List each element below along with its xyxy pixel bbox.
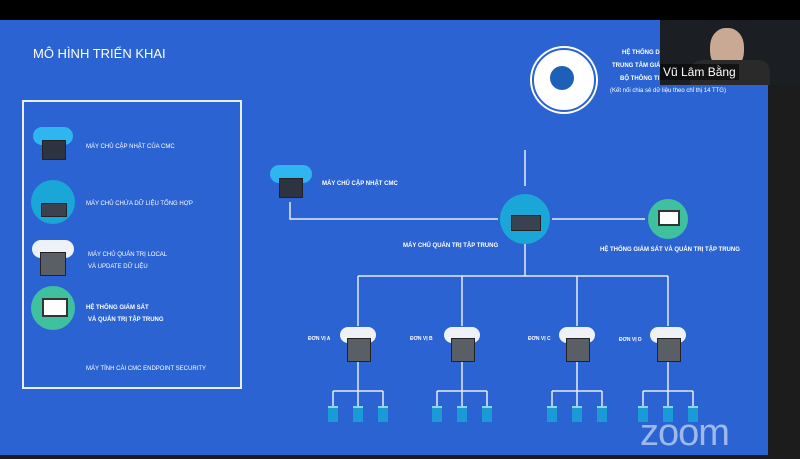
client-icon xyxy=(638,406,648,422)
legend-label: MÁY TÍNH CÀI CMC ENDPOINT SECURITY xyxy=(86,366,207,372)
client-icon xyxy=(482,406,492,422)
client-icon xyxy=(432,406,442,422)
participant-video[interactable]: Vũ Lâm Bằng xyxy=(660,20,800,85)
unit-label: ĐƠN VỊ C xyxy=(528,336,551,342)
client-icon xyxy=(688,406,698,422)
meeting-top-bar xyxy=(0,0,800,20)
slide-title: MÔ HÌNH TRIỂN KHAI xyxy=(33,46,166,61)
legend-label: MÁY CHỦ CẬP NHẬT CỦA CMC xyxy=(86,144,175,150)
client-icon xyxy=(353,406,363,422)
server-rack-icon xyxy=(42,140,66,160)
zoom-watermark: zoom xyxy=(640,412,730,454)
monitoring-label: HỆ THỐNG GIÁM SÁT VÀ QUẢN TRỊ TẬP TRUNG xyxy=(600,247,740,253)
server-rack-icon xyxy=(511,215,541,231)
monitor-screen-icon xyxy=(658,210,680,226)
client-icon xyxy=(547,406,557,422)
unit-label: ĐƠN VỊ D xyxy=(619,337,642,343)
server-rack-icon xyxy=(41,203,67,217)
lightning-emblem-icon xyxy=(550,66,574,90)
ministry-note: (Kết nối chia sẻ dữ liệu theo chỉ thị 14… xyxy=(610,88,726,94)
legend-label: VÀ UPDATE DỮ LIỆU xyxy=(88,264,148,270)
legend-box xyxy=(22,100,242,389)
unit-label: ĐƠN VỊ B xyxy=(410,336,433,342)
unit-d-server-icon xyxy=(657,338,681,362)
client-icon xyxy=(663,406,673,422)
ministry-text: BỘ THÔNG TI xyxy=(620,76,660,82)
cmc-update-server-icon xyxy=(279,178,303,198)
shared-slide xyxy=(0,20,768,455)
cmc-update-label: MÁY CHỦ CẬP NHẬT CMC xyxy=(322,181,398,187)
unit-b-server-icon xyxy=(451,338,475,362)
client-icon xyxy=(572,406,582,422)
unit-a-server-icon xyxy=(347,338,371,362)
unit-label: ĐƠN VỊ A xyxy=(308,336,331,342)
server-rack-icon xyxy=(40,252,66,276)
legend-label: HỆ THỐNG GIÁM SÁT xyxy=(86,305,149,311)
participant-name: Vũ Lâm Bằng xyxy=(660,64,739,80)
unit-c-server-icon xyxy=(566,338,590,362)
client-icon xyxy=(378,406,388,422)
ministry-text: TRUNG TÂM GIÁM xyxy=(612,63,666,69)
central-server-label: MÁY CHỦ QUẢN TRỊ TẬP TRUNG xyxy=(403,243,499,249)
legend-label: MÁY CHỦ QUẢN TRỊ LOCAL xyxy=(88,252,168,258)
client-icon xyxy=(597,406,607,422)
ministry-text: HỆ THỐNG DI xyxy=(622,50,662,56)
client-icon xyxy=(328,406,338,422)
client-icon xyxy=(457,406,467,422)
legend-label: MÁY CHỦ CHỨA DỮ LIỆU TỔNG HỢP xyxy=(86,201,193,207)
monitor-screen-icon xyxy=(42,298,68,317)
legend-label: VÀ QUẢN TRỊ TẬP TRUNG xyxy=(88,317,164,323)
